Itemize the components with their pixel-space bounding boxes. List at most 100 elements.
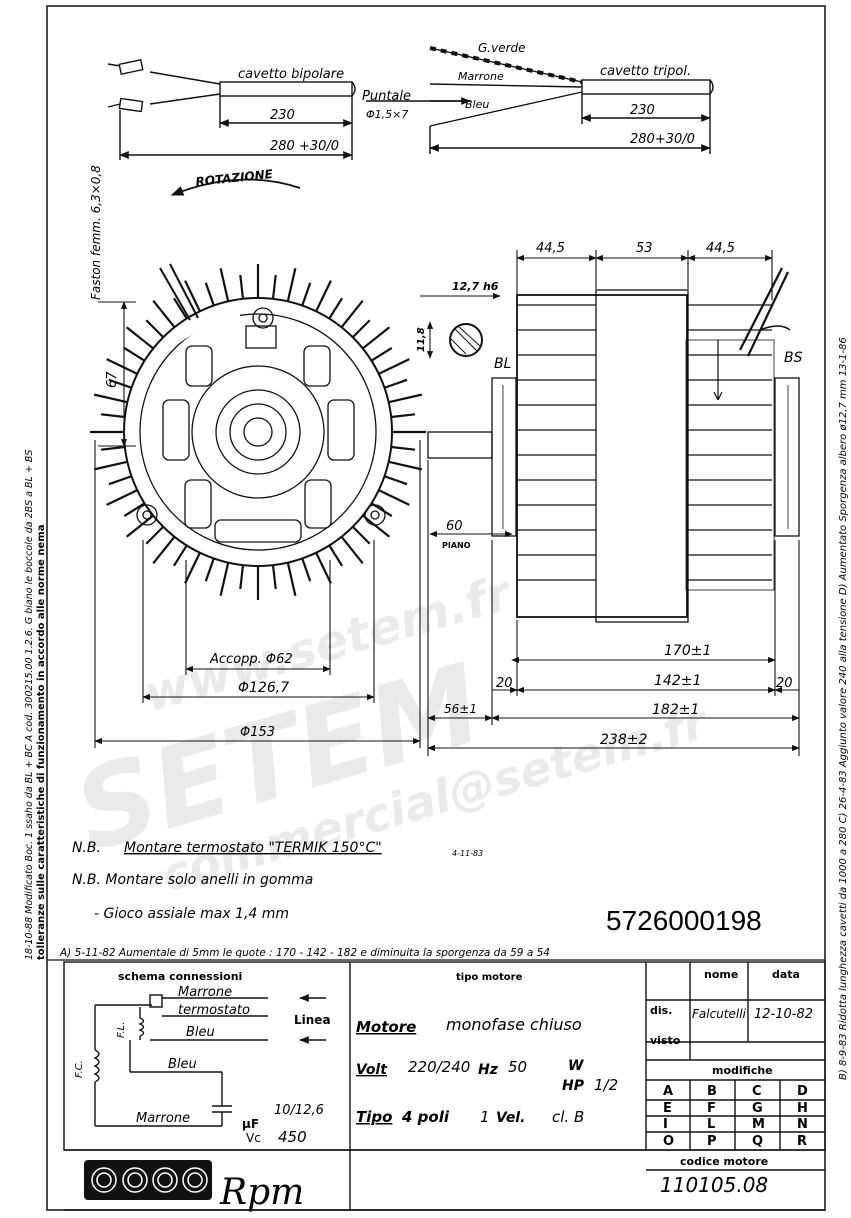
modifiche-letter: E	[663, 1101, 672, 1116]
tripolar-label: cavetto tripol.	[600, 64, 691, 79]
cooling-fin	[108, 475, 132, 486]
tipo-w: W	[568, 1058, 584, 1074]
revision-a-note: A) 5-11-82 Aumentale di 5mm le quote : 1…	[59, 947, 550, 959]
faston-label: Faston femm. 6,3×0,8	[89, 165, 103, 300]
dim-153: Φ153	[240, 725, 275, 740]
bleu-label: Bleu	[465, 98, 489, 111]
cooling-fin	[340, 299, 364, 328]
cooling-fin	[123, 347, 146, 362]
cooling-fin	[184, 280, 201, 312]
cooling-fin	[125, 326, 154, 350]
schema-bleu-2: Bleu	[168, 1057, 197, 1072]
cooling-fin	[108, 378, 132, 389]
schema-marrone: Marrone	[178, 985, 232, 1000]
modifiche-letter: N	[797, 1117, 808, 1132]
rotation-arrow	[170, 178, 301, 196]
tipo-motore-desc: monofase chiuso	[446, 1015, 582, 1034]
note-2: N.B. Montare solo anelli in gomma	[72, 872, 313, 888]
lead-tripolar	[366, 46, 714, 154]
tipo-cl: cl. B	[552, 1108, 584, 1126]
dim-238: 238±2	[600, 732, 647, 748]
bipolar-label: cavetto bipolare	[238, 67, 344, 82]
modifiche-letter: Q	[752, 1134, 763, 1149]
tipo-hz-val: 50	[508, 1058, 527, 1076]
cooling-fin	[106, 489, 138, 506]
cooling-fin	[123, 502, 146, 517]
schema-vc: Vc	[246, 1131, 261, 1145]
dim-56: 56±1	[444, 702, 477, 716]
tipo-tipo: Tipo	[356, 1108, 392, 1126]
cooling-fin	[100, 445, 125, 451]
tb-dis-sign: Falcutelli	[692, 1007, 747, 1021]
marrone-label: Marrone	[458, 70, 504, 83]
note-1: Montare termostato "TERMIK 150°C"	[124, 840, 382, 856]
cooling-fin	[219, 562, 230, 597]
modifiche-letter: C	[752, 1084, 762, 1099]
note-3: - Gioco assiale max 1,4 mm	[94, 906, 289, 922]
cooling-fin	[239, 565, 245, 590]
cooling-fin	[384, 378, 408, 389]
lead-bipolar	[107, 58, 356, 160]
schema-fc: F.C.	[74, 1060, 85, 1078]
side-view-dims	[420, 250, 800, 756]
tipo-hp: HP	[562, 1078, 585, 1094]
g-verde-label: G.verde	[478, 41, 526, 55]
cooling-fin	[370, 347, 393, 362]
dim-60: 60	[446, 519, 463, 534]
modifiche-letter: F	[707, 1101, 716, 1116]
piano-label: PIANO	[442, 541, 471, 550]
modifiche-letter: B	[707, 1084, 717, 1099]
cooling-fin	[204, 558, 215, 582]
left-margin-tolerances: tolleranze sulle caratteristiche di funz…	[36, 525, 47, 960]
cooling-fin	[100, 413, 125, 419]
cooling-fin	[328, 297, 343, 320]
front-view-motor	[90, 263, 426, 600]
modifiche-letter: O	[663, 1134, 674, 1149]
dim-20-right: 20	[776, 676, 793, 691]
cooling-fin	[315, 552, 332, 584]
schema-linea: Linea	[294, 1013, 331, 1027]
cooling-fin	[328, 544, 343, 567]
dim-44-5-left: 44,5	[536, 241, 565, 256]
cooling-fin	[378, 358, 410, 375]
bipolar-length: 230	[270, 108, 295, 123]
cooling-fin	[173, 544, 188, 567]
cooling-fin	[271, 565, 277, 590]
cooling-fin	[362, 514, 391, 538]
cooling-fin	[384, 475, 408, 486]
label-bl: BL	[494, 356, 511, 372]
modifiche-letter: P	[707, 1134, 717, 1149]
tb-dis-date: 12-10-82	[754, 1007, 813, 1022]
dim-11-8: 11,8	[416, 327, 427, 352]
schema-bleu: Bleu	[186, 1025, 215, 1040]
dim-53: 53	[636, 241, 653, 256]
cooling-fin	[286, 562, 297, 597]
tripolar-length: 230	[630, 103, 655, 118]
cooling-fin	[378, 489, 410, 506]
cooling-fin	[301, 282, 312, 306]
tipo-hp-val: 1/2	[594, 1076, 618, 1094]
tipo-hz: Hz	[478, 1062, 499, 1078]
cooling-fin	[204, 282, 215, 306]
cooling-fin	[391, 445, 416, 451]
dim-126: Φ126,7	[238, 680, 289, 696]
dim-182: 182±1	[652, 702, 699, 718]
schema-marrone-2: Marrone	[136, 1111, 190, 1126]
schema-fl: F.L.	[116, 1022, 127, 1038]
modifiche-letter: I	[663, 1117, 668, 1132]
dim-67: 67	[105, 371, 120, 388]
cooling-fin	[388, 393, 423, 404]
label-bs: BS	[784, 350, 803, 366]
tb-code-label: codice motore	[680, 1155, 768, 1168]
tb-dis: dis.	[650, 1004, 672, 1017]
cooling-fin	[239, 274, 245, 299]
cooling-fin	[145, 525, 165, 545]
dim-12-7: 12,7 h6	[452, 280, 499, 293]
cooling-fin	[219, 267, 230, 302]
front-view-dims	[94, 301, 421, 748]
cooling-fin	[388, 460, 423, 471]
part-number: 5726000198	[606, 905, 762, 936]
modifiche-letter: M	[752, 1117, 765, 1132]
schema-cap-v: 450	[278, 1128, 307, 1146]
puntale-label: Puntale	[362, 89, 411, 104]
